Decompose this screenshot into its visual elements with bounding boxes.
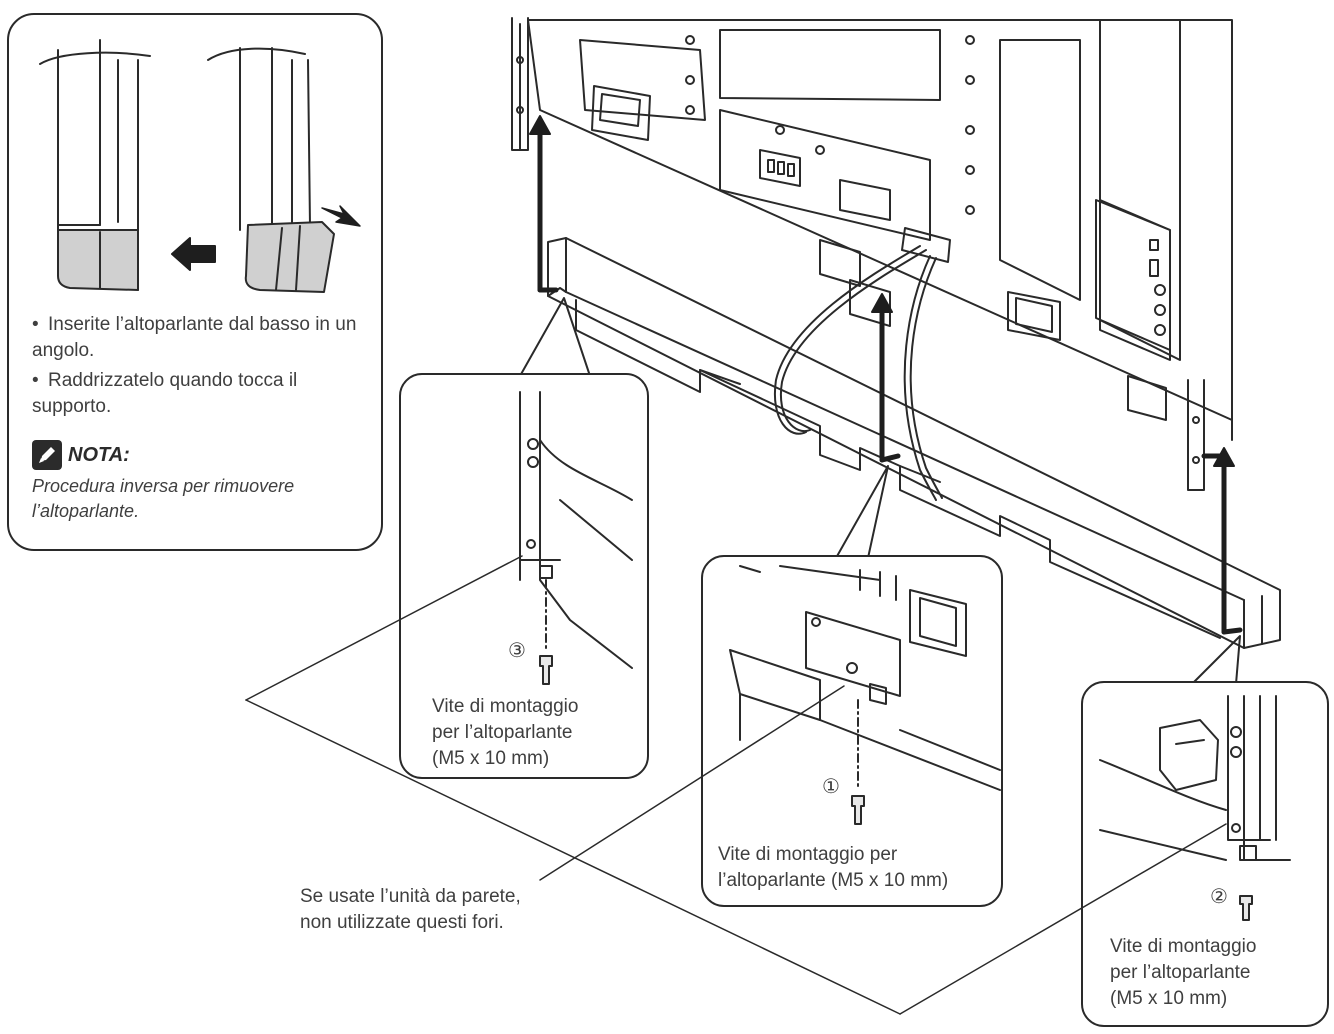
tv-back-panel [511,17,1233,491]
speaker-bar [547,237,1281,649]
insert-arrow-icon [321,205,361,227]
pencil-note-icon [32,440,62,470]
speaker-block-right [244,221,335,293]
callout-2-label-line-3: (M5 x 10 mm) [1110,988,1228,1009]
callout-1-frame [701,555,1003,907]
nota-heading: NOTA: [32,440,130,470]
wall-note-line-1: Se usate l’unità da parete, [300,886,521,907]
wall-note-line-2: non utilizzate questi fori. [300,912,504,933]
callout-2-label-line-1: Vite di montaggio [1110,936,1257,957]
callout-2-pointer [1191,635,1241,685]
callout-2-number: ② [1210,886,1228,908]
inset-drawing-right [207,47,335,293]
inset-frame-top-left [7,13,383,551]
callout-1-number: ① [822,776,840,798]
screw-icon [1239,895,1253,921]
nota-text: Procedura inversa per rimuovere l’altopa… [32,476,295,521]
left-arrow-icon [171,237,216,271]
nota-label: NOTA: [68,443,130,466]
wall-note-leaders [245,555,1227,1015]
callout-3-drawing [519,391,633,685]
inset-bullet-2-text: Raddrizzatelo quando tocca il supporto. [32,370,298,417]
callout-1-label-line-2: l’altoparlante (M5 x 10 mm) [718,870,949,891]
callout-2-drawing [1099,695,1291,921]
inset-bullet-1: •Inserite l’altoparlante dal basso in un… [32,314,357,361]
inset-bullet-1-text: Inserite l’altoparlante dal basso in un … [32,314,357,361]
callout-2-label-line-2: per l’altoparlante [1110,962,1251,983]
callout-1-drawing [729,565,1001,825]
speaker-block-left [57,229,139,291]
callout-3-number: ③ [508,640,526,662]
callout-3-pointer [519,297,591,377]
up-arrows [529,115,1243,635]
callout-3-label-line-3: (M5 x 10 mm) [432,748,550,769]
screw-icon [539,655,553,685]
callout-3-label-line-1: Vite di montaggio [432,696,579,717]
screw-icon [851,795,865,825]
callout-1-label-line-1: Vite di montaggio per [718,844,898,865]
speaker-cable [773,245,943,501]
inset-drawing-left [39,39,151,291]
callout-1-pointer [835,465,889,559]
inset-bullet-2: •Raddrizzatelo quando tocca il supporto. [32,370,298,417]
callout-3-label-line-2: per l’altoparlante [432,722,573,743]
